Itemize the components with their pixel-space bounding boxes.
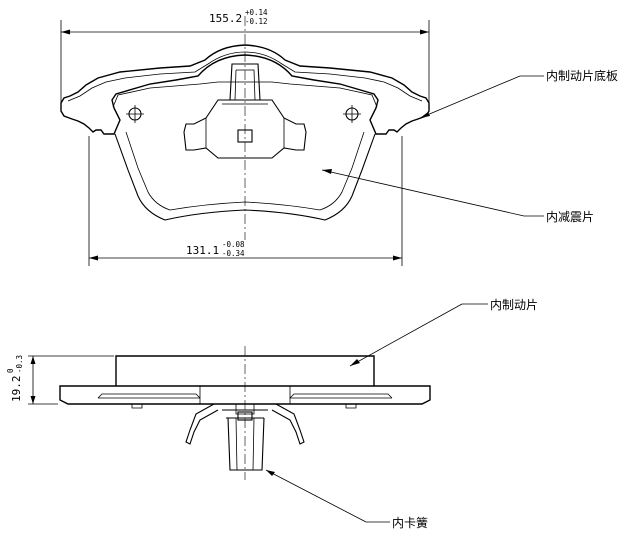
dim-inner-width: 131.1 -0.08 -0.34 bbox=[88, 136, 403, 266]
backing-plate-side bbox=[59, 385, 431, 405]
callout-shim-text: 内减震片 bbox=[546, 210, 594, 224]
callout-clip: 内卡簧 bbox=[265, 469, 428, 530]
dim-overall-width-lower: -0.12 bbox=[245, 17, 268, 26]
dim-inner-width-value: 131.1 bbox=[186, 244, 219, 257]
callout-pad: 内制动片 bbox=[349, 298, 538, 367]
backing-plate-outline bbox=[60, 44, 430, 135]
dim-overall-width-value: 155.2 bbox=[209, 12, 242, 25]
mounting-hole-right bbox=[343, 105, 361, 123]
dim-thickness-lower: -0.3 bbox=[15, 355, 24, 373]
callout-backing-plate: 内制动片底板 bbox=[419, 68, 618, 119]
mounting-hole-left bbox=[126, 105, 144, 123]
clip-body-top bbox=[183, 99, 307, 159]
top-view: 155.2 +0.14 -0.12 131.1 -0.08 -0.34 内制动片… bbox=[60, 8, 618, 266]
dim-thickness: 19.2 0 -0.3 bbox=[6, 355, 114, 405]
callout-clip-text: 内卡簧 bbox=[392, 515, 428, 530]
dim-overall-width-upper: +0.14 bbox=[245, 8, 268, 17]
clip-spring-right bbox=[271, 403, 305, 445]
side-view: 19.2 0 -0.3 内制动片 内卡簧 bbox=[6, 298, 538, 530]
dim-thickness-value: 19.2 bbox=[10, 376, 23, 403]
callout-backing-plate-text: 内制动片底板 bbox=[546, 68, 618, 83]
dim-inner-width-lower: -0.34 bbox=[222, 249, 245, 258]
clip-spring-left bbox=[185, 403, 219, 445]
dim-overall-width: 155.2 +0.14 -0.12 bbox=[60, 8, 430, 104]
dim-thickness-upper: 0 bbox=[6, 368, 15, 373]
dim-inner-width-upper: -0.08 bbox=[222, 240, 245, 249]
callout-shim: 内减震片 bbox=[321, 169, 594, 224]
friction-pad-top-edge bbox=[112, 81, 378, 108]
callout-pad-text: 内制动片 bbox=[490, 298, 538, 312]
